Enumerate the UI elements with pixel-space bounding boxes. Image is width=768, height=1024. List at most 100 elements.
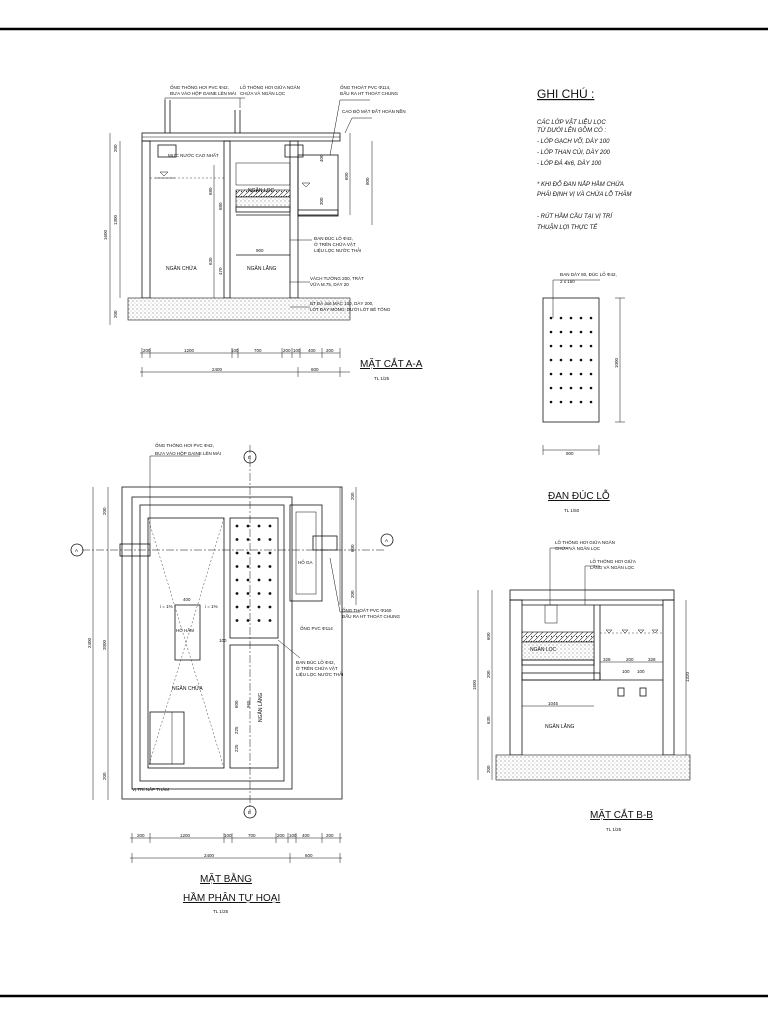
- plan-marker-b-bottom: [243, 805, 257, 819]
- plan-dim-h-200a: 200: [137, 833, 145, 838]
- hole-dot: [549, 400, 553, 404]
- hole-dot: [549, 372, 553, 376]
- bb-base: [495, 754, 691, 781]
- hole-dot: [246, 551, 250, 555]
- hole-dot: [569, 358, 573, 362]
- hole-dot: [559, 344, 563, 348]
- plan-marker-a-left-text: A: [75, 548, 78, 553]
- notes-block: GHI CHÚ : CÁC LỚP VẬT LIỆU LỌC TỪ DƯỚI L…: [537, 86, 632, 231]
- plan-marker-b-top-text: B: [248, 455, 251, 460]
- aa-dim-v-200-bot: 200: [113, 310, 118, 318]
- notes-line-5: - LỚP ĐÁ 4x6, DÀY 100: [537, 160, 602, 167]
- section-bb: LỖ THÔNG HƠI GIỮA NGĂN CHỨA VÀ NGĂN LỌC …: [472, 539, 691, 832]
- hole-dot: [579, 372, 583, 376]
- plan-filter-room: [229, 517, 279, 639]
- hole-dot: [235, 524, 239, 528]
- plan-dim-v-2400: 2400: [87, 637, 92, 648]
- notes-line-8: - RÚT HẦM CẦU TẠI VỊ TRÍ: [537, 213, 613, 220]
- plan-dim-inner-600: 600: [234, 700, 239, 708]
- plan-label-vent-b: ĐƯA VÀO HỘP GAINE LÊN MÁI: [155, 449, 221, 456]
- plan-label-slope-l: i = 1%: [160, 604, 173, 609]
- plan-storage-room: [147, 517, 225, 769]
- hole-dot: [268, 605, 272, 609]
- aa-label-slab-c: LIỆU LỌC NƯỚC THẢI: [314, 246, 361, 253]
- hole-dot: [246, 605, 250, 609]
- aa-label-ground: CAO ĐỘ MẶT ĐẤT HOÀN NỀN: [342, 108, 406, 114]
- notes-heading: GHI CHÚ :: [537, 86, 594, 101]
- plan-label-pit: HỐ HẦM: [176, 627, 194, 633]
- notes-line-9: THUẬN LỢI THỰC TẾ: [537, 223, 598, 231]
- hole-dot: [268, 538, 272, 541]
- aa-label-slab-b: Ở TRÊN CHỨA VẬT: [314, 240, 356, 247]
- plan-label-vent-a: ỐNG THÔNG HƠI PVC Φ42,: [155, 442, 214, 448]
- aa-label-wall-b: VỮA M.75, DÀY 20: [310, 281, 349, 287]
- aa-label-water-level: MỰC NƯỚC CAO NHẤT: [168, 152, 219, 158]
- plan-label-inlet-b: ĐẤU RA HT THOÁT CHUNG: [342, 613, 401, 619]
- plan-label-septic: HỐ GA: [298, 559, 313, 565]
- plan-label-slab-a: ĐAN ĐÚC LỖ Φ42,: [296, 659, 335, 665]
- plan-label-slab-b: Ở TRÊN CHỨA VẬT: [296, 664, 338, 671]
- aa-dim-h-100a: 100: [231, 348, 239, 353]
- notes-line-2: TỪ DƯỚI LÊN GỒM CÓ :: [537, 126, 606, 134]
- aa-label-pipe-vent: ỐNG THÔNG HƠI PVC Φ42,: [170, 84, 229, 90]
- hole-dot: [246, 524, 250, 528]
- bb-dim-200c: 200: [626, 657, 634, 662]
- hole-dot: [246, 565, 250, 568]
- bb-dim-200a: 200: [486, 670, 491, 678]
- bb-title: MẶT CẮT B-B: [590, 808, 653, 821]
- plan-dim-v-r200a: 200: [350, 492, 355, 500]
- hole-dot: [589, 372, 593, 376]
- aa-dim-h-600: 600: [311, 367, 319, 372]
- hole-dot: [257, 578, 261, 582]
- bb-label-vent2-a: LỖ THÔNG HƠI GIỮA: [590, 558, 636, 564]
- bb-top-slab: [509, 589, 675, 601]
- aa-label-storage: NGĂN CHỨA: [166, 265, 197, 272]
- plan-marker-b-top: [243, 450, 257, 464]
- hole-dot: [569, 400, 573, 404]
- bb-dim-1600: 1600: [472, 679, 477, 690]
- aa-dim-v-1300: 1300: [113, 214, 118, 225]
- plan-label-slab-c: LIỆU LỌC NƯỚC THẢI: [296, 670, 343, 677]
- hole-dot: [589, 358, 593, 362]
- hole-dot: [235, 565, 239, 568]
- hole-dot: [579, 400, 583, 404]
- hole-dot: [235, 538, 239, 541]
- plan-dim-v-r200b: 200: [350, 590, 355, 598]
- bb-label-settle: NGĂN LẮNG: [545, 722, 575, 730]
- notes-line-7: PHẢI ĐỊNH VỊ VÀ CHỪA LỖ THĂM: [537, 191, 632, 198]
- slab-title: ĐAN ĐÚC LỖ: [548, 489, 610, 502]
- aa-label-base-a: BT ĐÁ 4x6 MÁC 100, DÀY 200,: [310, 300, 373, 306]
- plan-inner: [139, 504, 285, 782]
- section-aa: ỐNG THÔNG HƠI PVC Φ42, ĐƯA VÀO HỘP GAINE…: [103, 84, 423, 381]
- aa-label-filter: NGĂN LỌC: [248, 187, 275, 194]
- hole-dot: [549, 316, 553, 320]
- plan-label-storage: NGĂN CHỨA: [172, 685, 203, 692]
- aa-dim-v-680: 680: [208, 187, 213, 195]
- hole-dot: [235, 578, 239, 582]
- aa-label-slab-a: ĐAN ĐÚC LỖ Φ42,: [314, 235, 353, 241]
- hole-dot: [559, 372, 563, 376]
- aa-dim-h-100b: 100: [293, 348, 301, 353]
- plan-label-slope-r: i = 1%: [205, 604, 218, 609]
- notes-line-1: CÁC LỚP VẬT LIỆU LỌC: [537, 118, 606, 126]
- hole-dot: [589, 330, 593, 334]
- hole-dot: [589, 400, 593, 404]
- aa-dim-h-2400: 2400: [212, 367, 223, 372]
- plan-dim-h-100b: 100: [289, 833, 297, 838]
- bb-dim-100b: 100: [637, 669, 645, 674]
- aa-dim-h-700: 700: [254, 348, 262, 353]
- hole-dot: [559, 386, 563, 390]
- notes-line-3: - LỚP GẠCH VỠ, DÀY 100: [537, 138, 610, 145]
- hole-dot: [235, 605, 239, 609]
- hole-dot: [579, 316, 583, 320]
- hole-dot: [235, 592, 239, 595]
- plan-dim-h-200c: 200: [326, 833, 334, 838]
- bb-wall-right: [662, 599, 675, 756]
- hole-dot: [246, 619, 250, 622]
- plan-pit: [174, 604, 201, 661]
- aa-filter-layer-2: [235, 196, 291, 208]
- plan-label-d100: 100: [219, 638, 227, 643]
- bb-label-vent2-b: LẮNG VÀ NGĂN LỌC: [590, 563, 635, 570]
- aa-label-vent-hole: LỖ THÔNG HƠI GIỮA NGĂN: [240, 84, 300, 90]
